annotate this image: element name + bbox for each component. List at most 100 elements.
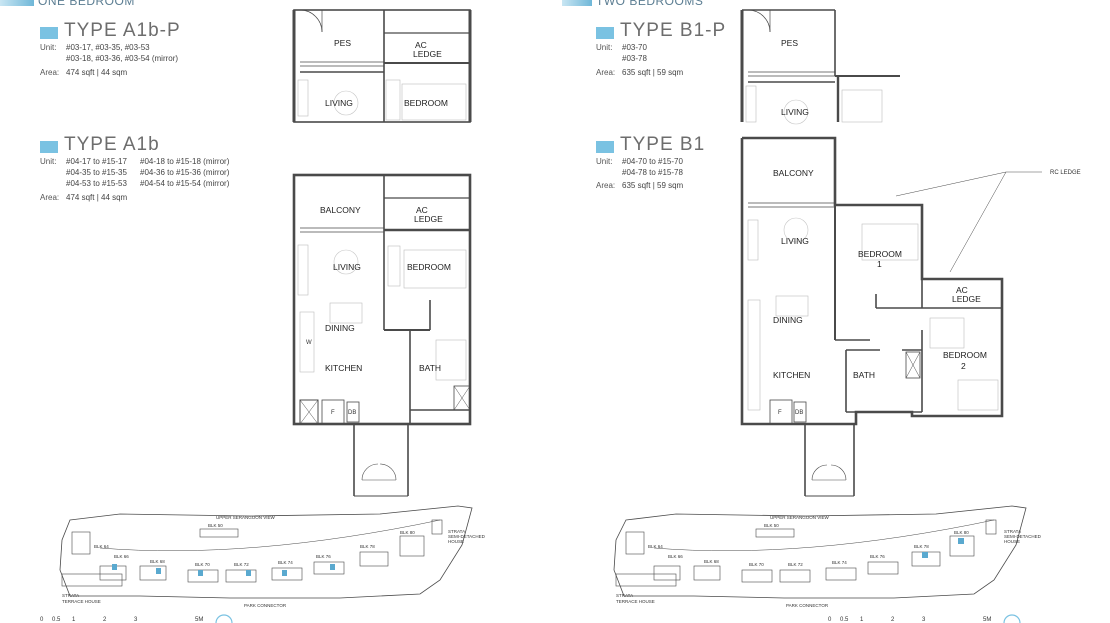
room-label: DB — [348, 410, 356, 416]
title-marker — [40, 27, 58, 39]
site-plan-right — [613, 505, 1027, 599]
block-label: BLK 70 — [195, 562, 210, 567]
room-label: LIVING — [781, 107, 809, 117]
block-label: BLK 64 — [94, 544, 109, 549]
floorplan-a1b-p — [292, 9, 472, 123]
room-label: BATH — [853, 370, 875, 380]
room-label: BATH — [419, 363, 441, 373]
semi-label: HOUSE — [1004, 539, 1020, 544]
unit-line: #03-78 — [622, 54, 647, 63]
area-value: 635 sqft | 59 sqm — [622, 181, 684, 190]
terrace-label: STRATA — [616, 593, 633, 598]
scale-label: 5M — [195, 617, 203, 623]
unit-numbers: #03-17, #03-35, #03-53 #03-18, #03-36, #… — [66, 42, 178, 64]
block-label: BLK 78 — [360, 544, 375, 549]
room-label: DINING — [325, 323, 355, 333]
room-label: KITCHEN — [325, 363, 362, 373]
room-label: DINING — [773, 315, 803, 325]
scale-label: 3 — [134, 617, 138, 623]
terrace-label: TERRACE HOUSE — [62, 599, 101, 604]
section-bar — [562, 0, 592, 6]
unit-numbers-col1: #04-17 to #15-17 #04-35 to #15-35 #04-53… — [66, 156, 127, 189]
semi-label: HOUSE — [448, 539, 464, 544]
block-label: BLK 74 — [278, 560, 293, 565]
block-label: BLK 70 — [749, 562, 764, 567]
floorplan-a1b — [292, 173, 472, 497]
site-plan-left — [59, 505, 473, 599]
room-label: LEDGE — [413, 49, 442, 59]
rc-ledge-label: RC LEDGE — [1050, 170, 1081, 176]
unit-label: Unit: — [596, 43, 613, 52]
room-label: F — [778, 410, 782, 416]
area-label: Area: — [40, 193, 60, 202]
block-label: BLK 78 — [914, 544, 929, 549]
block-label: BLK 72 — [234, 562, 249, 567]
room-label: AC — [956, 285, 968, 295]
room-label: BEDROOM — [404, 98, 448, 108]
road-label: UPPER SERANGOON VIEW — [216, 515, 276, 520]
scale-label: 1 — [860, 617, 864, 623]
floorplan-b1-p — [740, 9, 900, 125]
area-label: Area: — [596, 68, 616, 77]
unit-line: #03-18, #03-36, #03-54 (mirror) — [66, 54, 179, 63]
floorplan-b1 — [740, 136, 1042, 497]
unit-line: #04-53 to #15-53 — [66, 179, 127, 188]
block-label: BLK 68 — [150, 559, 165, 564]
room-label: KITCHEN — [773, 370, 810, 380]
scale-label: 0 — [40, 617, 44, 623]
unit-line: #04-36 to #15-36 (mirror) — [140, 168, 230, 177]
area-label: Area: — [40, 68, 60, 77]
scale-label: 5M — [983, 617, 991, 623]
unit-type-title: TYPE A1b — [64, 134, 160, 155]
room-label: 2 — [961, 361, 966, 371]
room-label: LIVING — [333, 262, 361, 272]
block-label: BLK 80 — [400, 530, 415, 535]
block-label: BLK 50 — [208, 523, 223, 528]
room-label: BEDROOM — [858, 249, 902, 259]
connector-label: PARK CONNECTOR — [244, 603, 287, 608]
room-label: LEDGE — [414, 214, 443, 224]
room-label: BEDROOM — [407, 262, 451, 272]
unit-label: Unit: — [596, 157, 613, 166]
terrace-label: STRATA — [62, 593, 79, 598]
area-value: 474 sqft | 44 sqm — [66, 193, 128, 202]
section-title: TWO BEDROOMS — [596, 0, 704, 8]
room-label: BALCONY — [773, 168, 814, 178]
room-label: DB — [795, 410, 803, 416]
semi-label: STRATA — [1004, 529, 1021, 534]
north-arrow-icon — [1003, 614, 1021, 623]
scale-label: 1 — [72, 617, 76, 623]
terrace-label: TERRACE HOUSE — [616, 599, 655, 604]
unit-label: Unit: — [40, 157, 57, 166]
room-label: W — [306, 340, 312, 346]
unit-type-title: TYPE A1b-P — [64, 20, 181, 41]
unit-type-title: TYPE B1 — [620, 134, 706, 155]
unit-line: #03-70 — [622, 43, 647, 52]
block-label: BLK 74 — [832, 560, 847, 565]
unit-line: #04-78 to #15-78 — [622, 168, 683, 177]
scale-label: 3 — [922, 617, 926, 623]
block-label: BLK 72 — [788, 562, 803, 567]
room-label: F — [331, 410, 335, 416]
unit-line: #04-35 to #15-35 — [66, 168, 127, 177]
semi-label: STRATA — [448, 529, 465, 534]
title-marker — [596, 141, 614, 153]
block-label: BLK 66 — [668, 554, 683, 559]
room-label: LIVING — [781, 236, 809, 246]
room-label: AC — [415, 40, 427, 50]
unit-numbers-col2: #04-18 to #15-18 (mirror) #04-36 to #15-… — [140, 156, 229, 189]
north-arrow-icon — [215, 614, 233, 623]
unit-line: #04-18 to #15-18 (mirror) — [140, 157, 230, 166]
unit-line: #04-17 to #15-17 — [66, 157, 127, 166]
block-label: BLK 64 — [648, 544, 663, 549]
block-label: BLK 66 — [114, 554, 129, 559]
unit-numbers: #04-70 to #15-70 #04-78 to #15-78 — [622, 156, 683, 178]
room-label: BEDROOM — [943, 350, 987, 360]
room-label: 1 — [877, 259, 882, 269]
block-label: BLK 68 — [704, 559, 719, 564]
connector-label: PARK CONNECTOR — [786, 603, 829, 608]
unit-line: #03-17, #03-35, #03-53 — [66, 43, 150, 52]
title-marker — [596, 27, 614, 39]
room-label: PES — [781, 38, 798, 48]
